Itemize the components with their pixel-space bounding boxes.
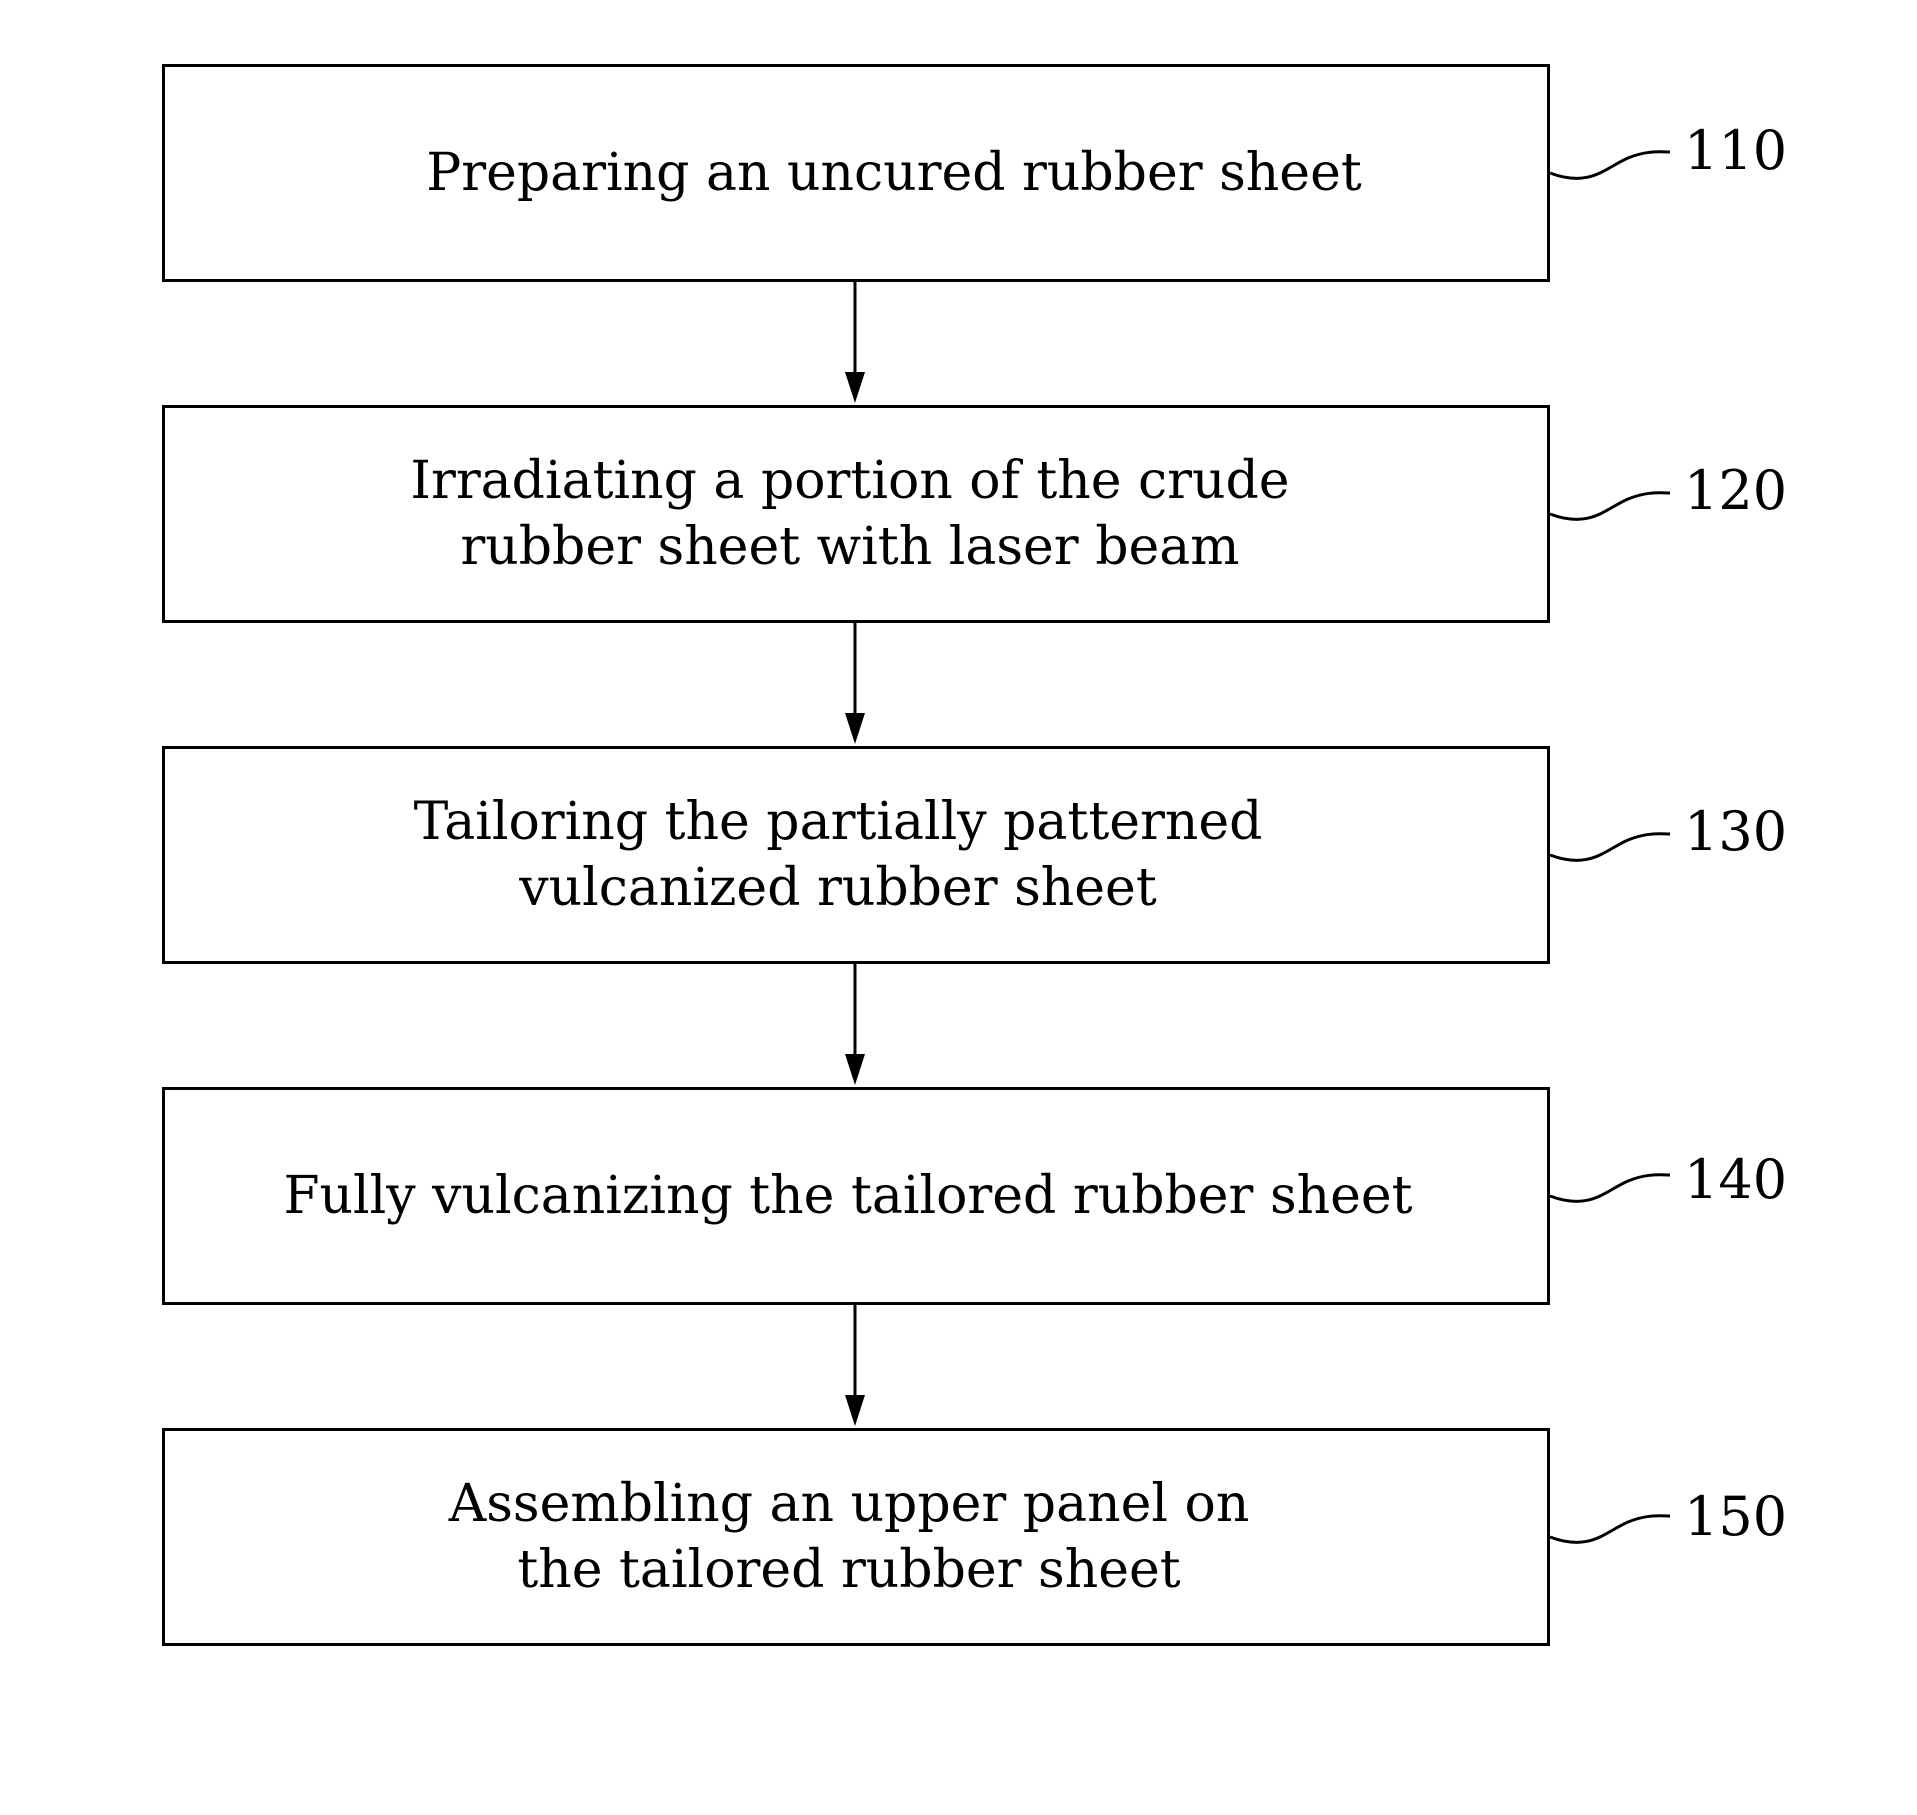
step-box-120: Irradiating a portion of the crude rubbe… [162, 405, 1550, 623]
leader-140 [1550, 1175, 1670, 1202]
arrow-140-to-150 [845, 1305, 865, 1426]
step-150-text-line-2: the tailored rubber sheet [517, 1537, 1180, 1603]
step-box-110: Preparing an uncured rubber sheet [162, 64, 1550, 282]
reference-numeral-140: 140 [1684, 1153, 1787, 1207]
arrow-130-to-140 [845, 964, 865, 1085]
arrow-120-to-130 [845, 623, 865, 744]
step-110-text: Preparing an uncured rubber sheet [426, 140, 1361, 206]
step-box-140: Fully vulcanizing the tailored rubber sh… [162, 1087, 1550, 1305]
arrow-110-to-120 [845, 282, 865, 403]
step-130-text-line-1: Tailoring the partially patterned [414, 789, 1263, 855]
step-box-150: Assembling an upper panel on the tailore… [162, 1428, 1550, 1646]
reference-numeral-130: 130 [1684, 805, 1787, 859]
step-120-text-line-1: Irradiating a portion of the crude [410, 448, 1289, 514]
step-130-text-line-2: vulcanized rubber sheet [519, 855, 1156, 921]
reference-numeral-110: 110 [1684, 124, 1787, 178]
step-150-text-line-1: Assembling an upper panel on [449, 1471, 1250, 1537]
step-box-130: Tailoring the partially patterned vulcan… [162, 746, 1550, 964]
reference-numeral-150: 150 [1684, 1490, 1787, 1544]
reference-numeral-120: 120 [1684, 464, 1787, 518]
leader-120 [1550, 493, 1670, 520]
leader-110 [1550, 152, 1670, 179]
leader-130 [1550, 834, 1670, 861]
step-120-text-line-2: rubber sheet with laser beam [460, 514, 1239, 580]
step-140-text: Fully vulcanizing the tailored rubber sh… [283, 1163, 1412, 1229]
leader-150 [1550, 1516, 1670, 1543]
